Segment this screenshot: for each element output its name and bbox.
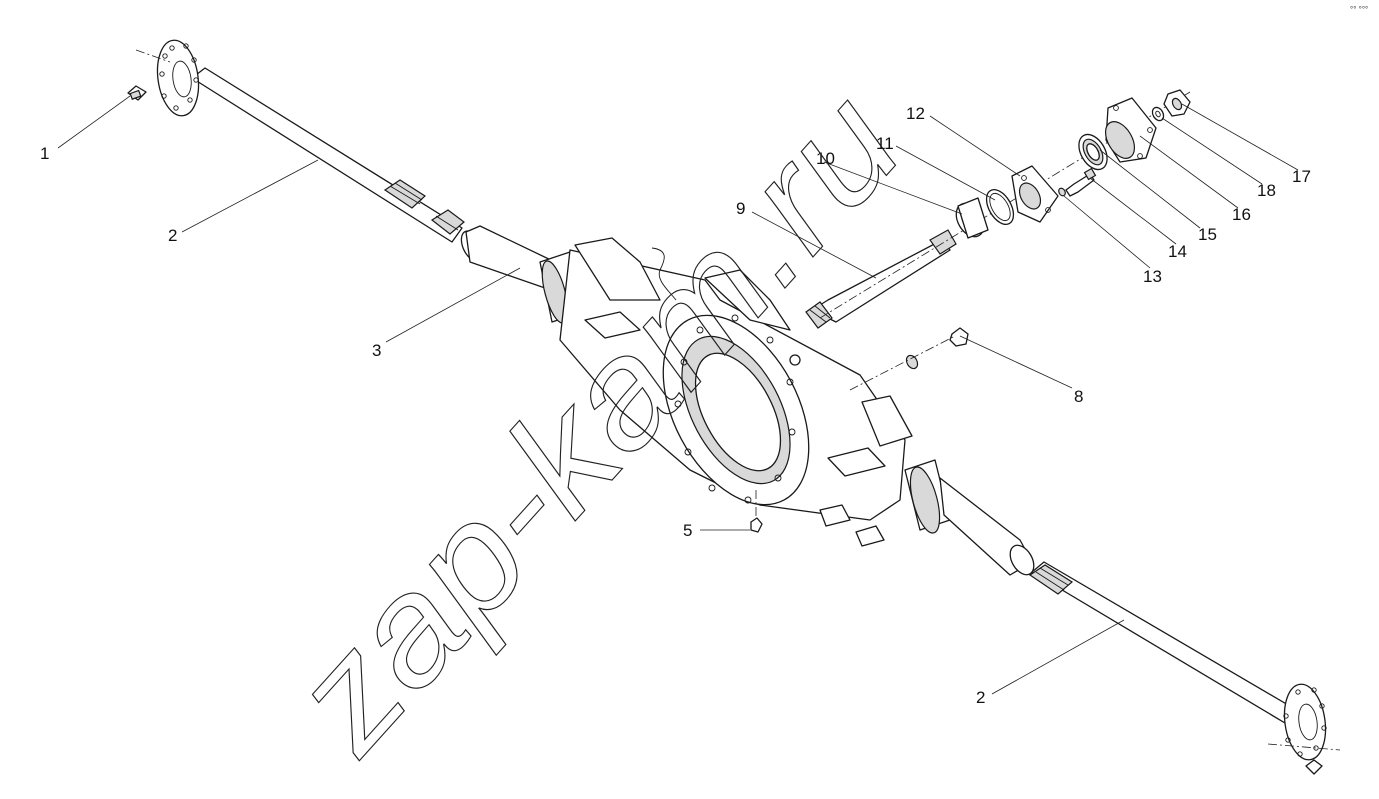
callout-14: 14 bbox=[1168, 242, 1187, 261]
callout-17: 17 bbox=[1292, 167, 1311, 186]
nut-part-17 bbox=[1163, 89, 1191, 117]
bearing-part-10 bbox=[955, 197, 989, 239]
callout-2-right: 2 bbox=[976, 688, 985, 707]
callout-10: 10 bbox=[816, 149, 835, 168]
callout-8: 8 bbox=[1074, 387, 1083, 406]
leader-lines bbox=[57, 95, 1299, 695]
corner-mark: °° °°° bbox=[1350, 5, 1368, 14]
companion-flange-part-16 bbox=[1104, 97, 1157, 163]
callout-15: 15 bbox=[1198, 225, 1217, 244]
flange-bolt-holes-right bbox=[1283, 687, 1327, 757]
callout-9: 9 bbox=[736, 199, 745, 218]
drain-plug-part-5 bbox=[750, 490, 763, 533]
callout-5: 5 bbox=[683, 521, 692, 540]
pinion-shaft bbox=[805, 91, 1191, 329]
callout-18: 18 bbox=[1257, 181, 1276, 200]
o-ring-part-11 bbox=[985, 189, 1015, 225]
flange-bolt-part-1 bbox=[127, 85, 147, 101]
callout-labels: 1 2 3 5 8 9 10 11 12 13 14 15 16 17 18 2 bbox=[40, 104, 1311, 707]
plug-part-8 bbox=[849, 327, 969, 391]
callout-13: 13 bbox=[1143, 267, 1162, 286]
bearing-cage-part-12 bbox=[1011, 165, 1059, 223]
axle-housing bbox=[559, 237, 913, 547]
axle-shaft-right bbox=[1028, 561, 1341, 775]
callout-2-left: 2 bbox=[168, 226, 177, 245]
callout-3: 3 bbox=[372, 341, 381, 360]
axle-shaft-left bbox=[135, 39, 465, 243]
seal-part-15 bbox=[1078, 133, 1108, 171]
bolt-part-14 bbox=[1065, 167, 1097, 197]
axle-tube-right bbox=[904, 459, 1035, 576]
callout-11: 11 bbox=[876, 134, 894, 153]
callout-16: 16 bbox=[1232, 205, 1251, 224]
housing-stud-holes bbox=[674, 314, 796, 504]
washer-part-18 bbox=[1151, 106, 1165, 122]
callout-1: 1 bbox=[40, 144, 49, 163]
callout-12: 12 bbox=[906, 104, 925, 123]
washer-part-13 bbox=[1058, 187, 1066, 197]
flange-bolt-holes-left bbox=[159, 43, 199, 111]
